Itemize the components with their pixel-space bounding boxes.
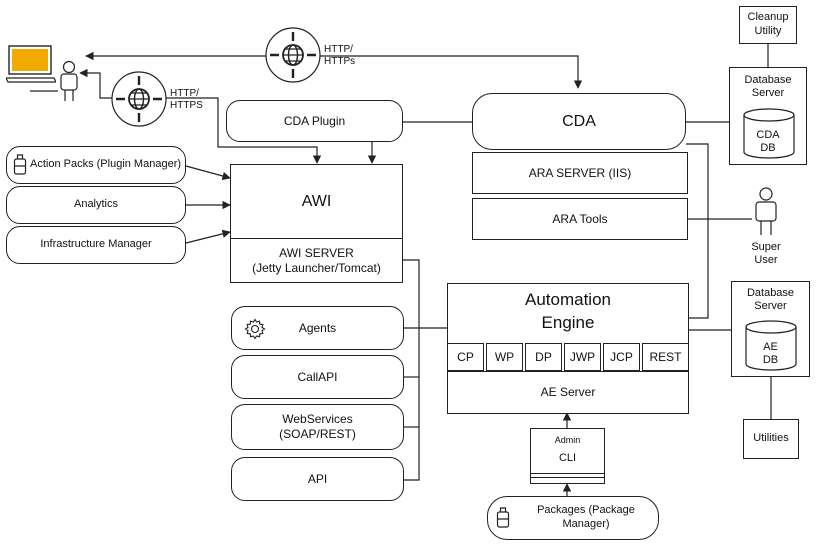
cda-db-label: CDA DB	[730, 129, 806, 155]
wire-user-awi	[79, 68, 322, 164]
action-packs-box[interactable]: Action Packs (Plugin Manager)	[6, 146, 186, 184]
database-icon	[745, 320, 797, 371]
admin-cli-box[interactable]: Admin CLI	[530, 428, 605, 484]
cda-database-server-box[interactable]: Database Server CDA DB	[729, 67, 807, 165]
callapi-box[interactable]: CallAPI	[231, 355, 404, 399]
db-server-bottom-line1: Database	[746, 287, 795, 299]
plugin-icon	[13, 154, 27, 175]
wire-laptop-cda	[85, 51, 583, 89]
wire-actionpacks-awi	[185, 165, 231, 181]
ae-server-label: AE Server	[540, 385, 596, 399]
ae-db-label: AE DB	[732, 341, 809, 367]
desk-line	[30, 90, 58, 92]
awi-box[interactable]: AWI	[230, 164, 403, 239]
process-jwp[interactable]: JWP	[564, 343, 601, 371]
awi-server-label-line1: AWI SERVER	[279, 245, 354, 260]
api-label: API	[307, 471, 328, 486]
awi-server-label-line2: (Jetty Launcher/Tomcat)	[252, 260, 381, 275]
infrastructure-manager-box[interactable]: Infrastructure Manager	[6, 226, 186, 264]
api-box[interactable]: API	[231, 457, 404, 501]
db-server-top-line2: Server	[751, 87, 785, 100]
user-icon	[755, 187, 777, 235]
webservices-line1: WebServices	[282, 412, 353, 426]
cleanup-utility-box[interactable]: Cleanup Utility	[739, 6, 797, 44]
analytics-label: Analytics	[73, 198, 119, 211]
cleanup-utility-line1: Cleanup	[747, 11, 789, 24]
ara-tools-box[interactable]: ARA Tools	[472, 198, 688, 240]
ara-server-label: ARA SERVER (IIS)	[528, 165, 632, 180]
ara-tools-label: ARA Tools	[552, 211, 608, 226]
super-user-line1: Super	[751, 241, 781, 253]
agents-box[interactable]: Agents	[231, 306, 404, 350]
automation-engine-line1: Automation	[525, 290, 611, 309]
ae-db-line2: DB	[762, 354, 779, 367]
wire-infra-awi	[185, 229, 231, 244]
wire-cda-ae	[686, 143, 709, 319]
cda-plugin-label: CDA Plugin	[283, 113, 346, 128]
process-dp[interactable]: DP	[525, 343, 562, 371]
process-cp[interactable]: CP	[447, 343, 484, 371]
analytics-box[interactable]: Analytics	[6, 186, 186, 224]
cda-db-line1: CDA	[756, 129, 780, 141]
db-server-bottom-title: Database Server	[732, 287, 809, 313]
process-wp[interactable]: WP	[486, 343, 523, 371]
db-server-bottom-line2: Server	[754, 300, 787, 313]
super-user-line2: User	[754, 254, 778, 267]
process-jcp[interactable]: JCP	[603, 343, 640, 371]
packages-label: Packages (Package Manager)	[537, 504, 635, 530]
gear-icon	[244, 318, 266, 340]
ara-server-box[interactable]: ARA SERVER (IIS)	[472, 152, 688, 194]
utilities-label: Utilities	[753, 432, 789, 445]
ae-server-box[interactable]: AE Server	[447, 371, 689, 414]
automation-engine-title: Automation Engine	[525, 289, 611, 335]
cda-plugin-box[interactable]: CDA Plugin	[226, 100, 403, 142]
cli-divider-1	[531, 473, 604, 474]
packages-box[interactable]: Packages (Package Manager)	[487, 496, 659, 540]
database-icon	[743, 108, 795, 159]
action-packs-label: Action Packs (Plugin Manager)	[30, 158, 182, 171]
webservices-line2: (SOAP/REST)	[279, 427, 356, 441]
cli-label: CLI	[558, 452, 577, 465]
admin-label: Admin	[554, 435, 581, 445]
awi-label: AWI	[301, 192, 332, 210]
cleanup-utility-line2: Utility	[754, 25, 782, 37]
laptop-icon	[6, 45, 56, 83]
cda-box[interactable]: CDA	[472, 93, 686, 150]
wire-awiserver-bus	[403, 259, 420, 481]
awi-server-box[interactable]: AWI SERVER (Jetty Launcher/Tomcat)	[230, 238, 403, 283]
db-server-top-title: Database Server	[730, 74, 806, 100]
globe-icon	[111, 71, 167, 127]
agents-label: Agents	[298, 320, 337, 335]
plugin-icon	[496, 507, 510, 528]
http-https-top-label: HTTP/ HTTPs	[324, 44, 356, 67]
db-server-top-line1: Database	[744, 74, 792, 86]
infrastructure-manager-label: Infrastructure Manager	[40, 238, 152, 251]
cda-label: CDA	[562, 112, 596, 130]
super-user-label: Super User	[744, 241, 788, 267]
process-rest[interactable]: REST	[642, 343, 689, 371]
ae-db-line1: AE	[763, 341, 778, 353]
cda-db-line2: DB	[760, 142, 776, 155]
http-https-left-label: HTTP/ HTTPS	[170, 88, 203, 111]
globe-icon	[265, 27, 321, 83]
cli-divider-2	[531, 477, 604, 478]
callapi-label: CallAPI	[297, 369, 338, 384]
utilities-box[interactable]: Utilities	[743, 419, 799, 459]
user-icon	[60, 60, 78, 101]
webservices-box[interactable]: WebServices (SOAP/REST)	[231, 404, 404, 450]
automation-engine-line2: Engine	[541, 312, 595, 332]
ae-database-server-box[interactable]: Database Server AE DB	[731, 281, 810, 377]
